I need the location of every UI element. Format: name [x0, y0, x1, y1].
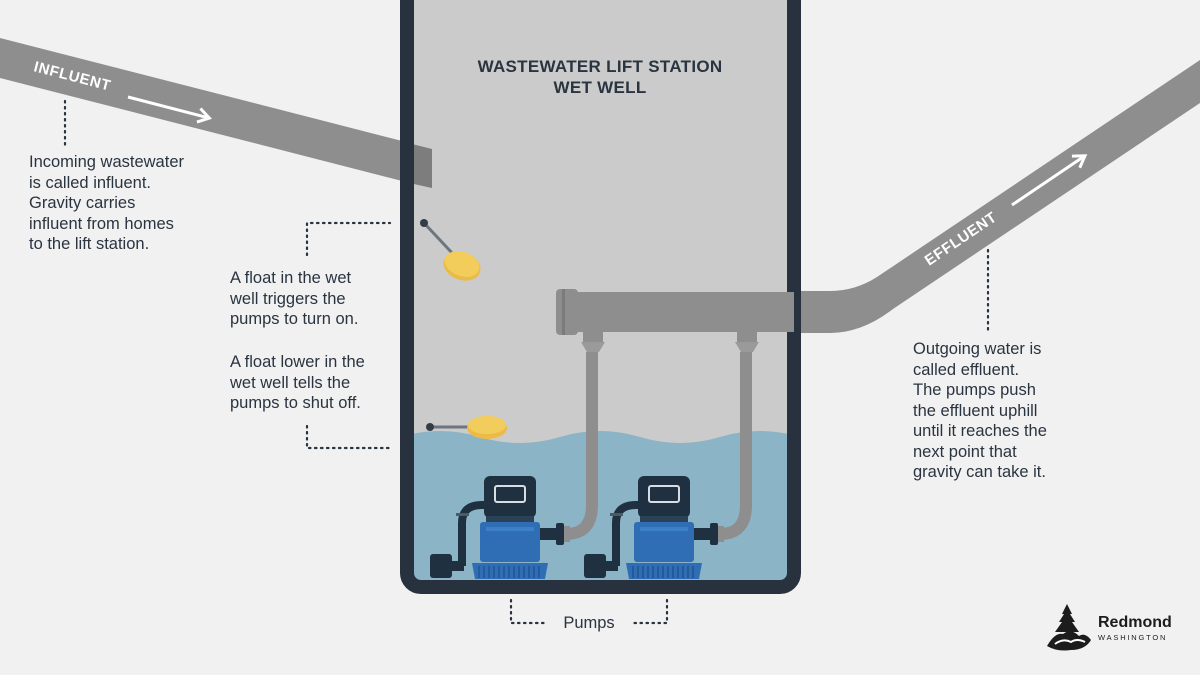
redmond-logo: Redmond WASHINGTON	[1045, 602, 1185, 652]
float-on-leader	[305, 221, 392, 257]
riser-pipe-right	[719, 352, 752, 540]
float-off-leader	[305, 424, 392, 450]
pump-2	[584, 476, 724, 579]
pumps-leader-right	[628, 598, 669, 625]
riser-pipe-left	[565, 352, 598, 540]
influent-pipe	[0, 38, 410, 183]
float-on-note: A float in the wet well triggers the pum…	[230, 269, 359, 328]
diagram-title-line2: WET WELL	[553, 78, 646, 97]
pumps-label: Pumps	[563, 614, 614, 632]
influent-note: Incoming wastewater is called influent. …	[29, 153, 184, 253]
brand-subtitle: WASHINGTON	[1098, 633, 1168, 642]
effluent-note: Outgoing water is called effluent. The p…	[913, 340, 1047, 481]
effluent-pipe	[780, 60, 1200, 333]
diagram-title-line1: WASTEWATER LIFT STATION	[478, 57, 723, 76]
discharge-header-pipe	[556, 289, 794, 352]
float-off-note: A float lower in the wet well tells the …	[230, 353, 365, 412]
effluent-arrow-icon	[1011, 154, 1088, 207]
redmond-mountain-icon	[1047, 604, 1091, 651]
pump-1	[430, 476, 570, 579]
influent-arrow-icon	[127, 95, 213, 124]
pumps-leader-left	[509, 598, 550, 625]
upper-float	[420, 219, 481, 281]
brand-name: Redmond	[1098, 614, 1172, 631]
lower-float	[426, 416, 507, 439]
